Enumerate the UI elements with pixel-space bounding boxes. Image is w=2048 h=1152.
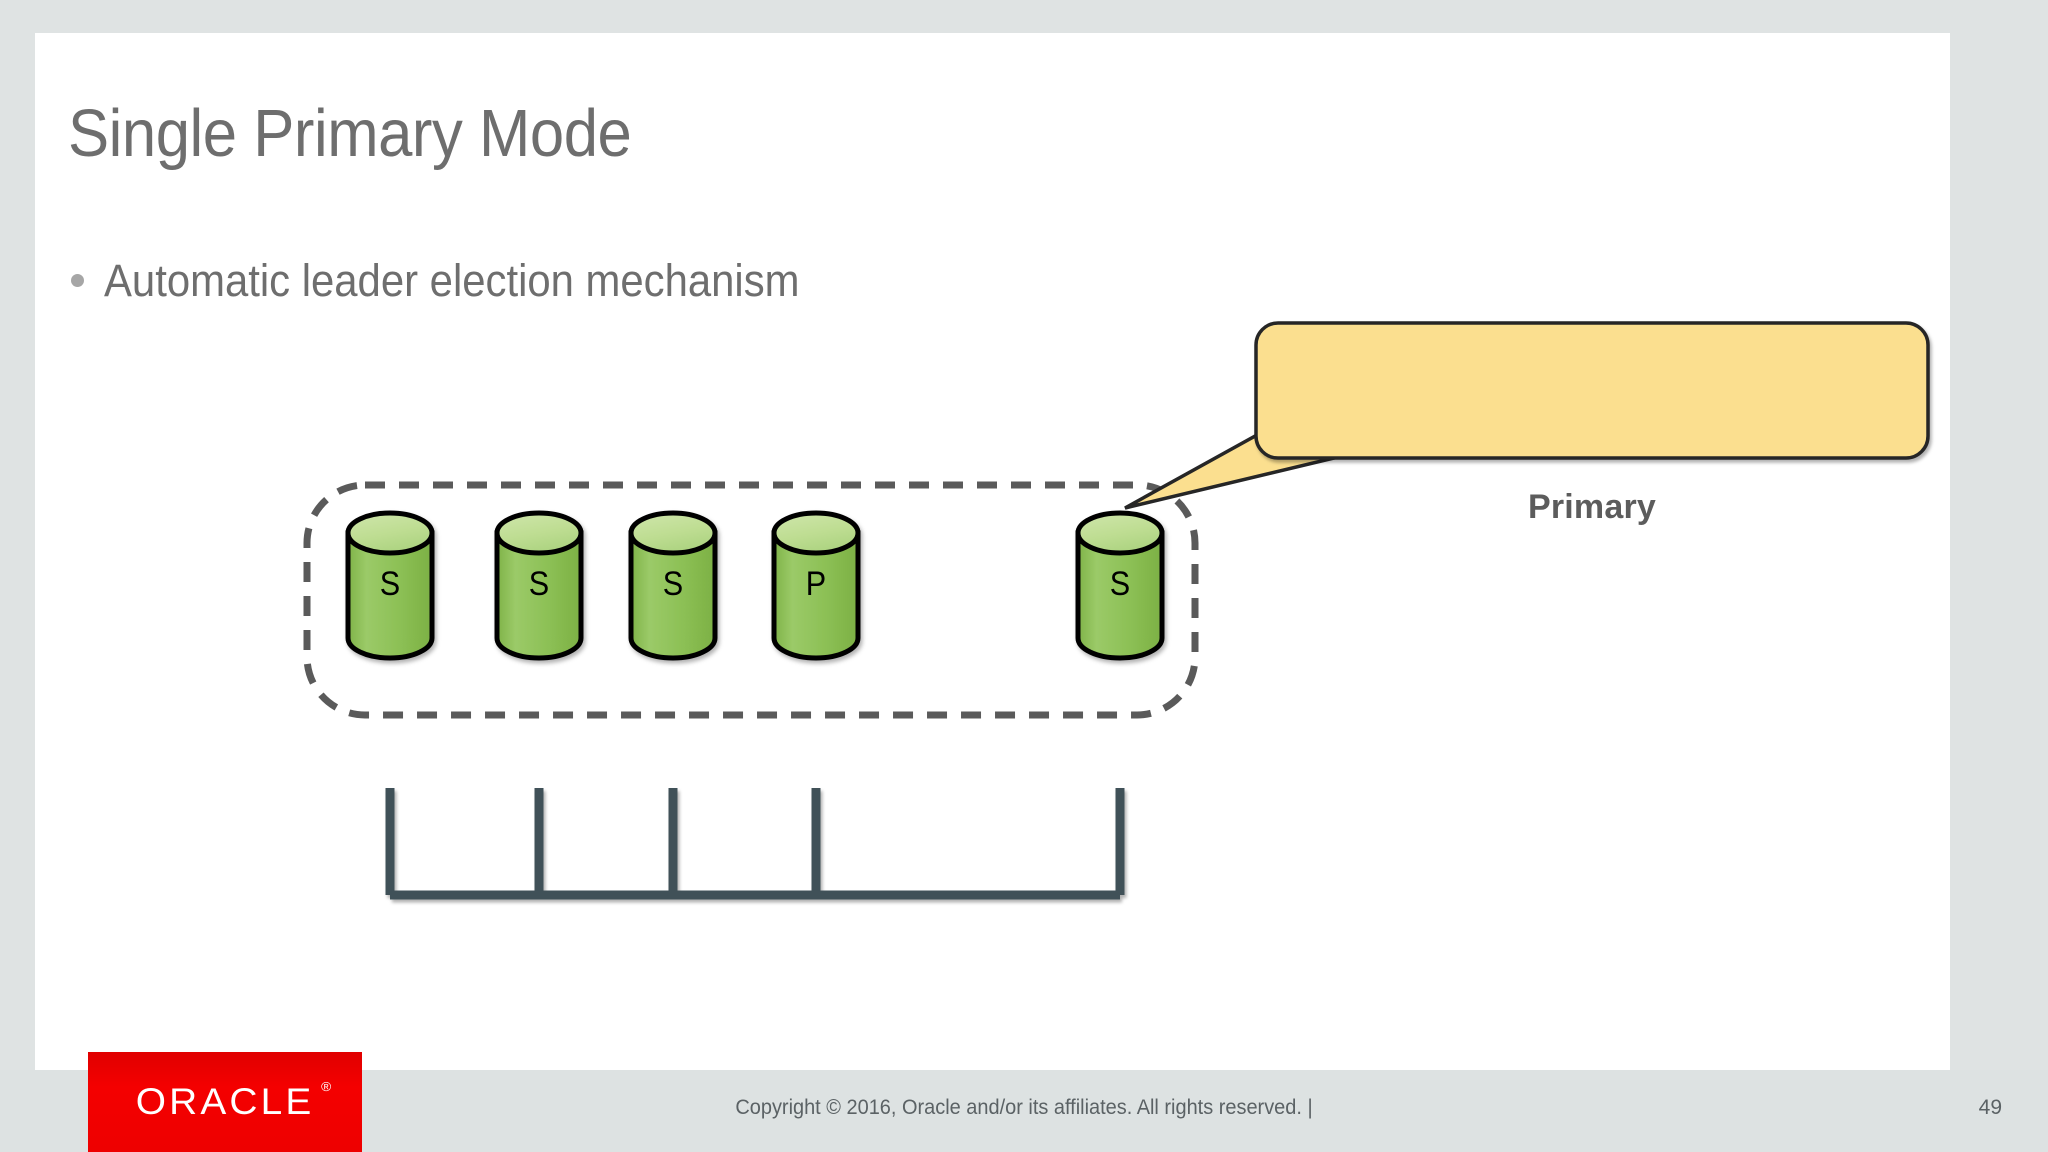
page-title: Single Primary Mode — [68, 96, 632, 171]
footer-copyright: Copyright © 2016, Oracle and/or its affi… — [735, 1096, 1313, 1119]
node-label-2: S — [528, 565, 550, 603]
node-label-primary: P — [805, 565, 827, 603]
bullet-item: Automatic leader election mechanism — [71, 255, 852, 307]
callout-box — [1254, 321, 1930, 460]
replication-bus — [385, 788, 1125, 900]
registered-trademark-icon: ® — [321, 1079, 332, 1094]
bullet-item-label: Automatic leader election mechanism — [104, 255, 800, 306]
oracle-logo: ORACLE ® — [88, 1052, 362, 1152]
slide-canvas: Single Primary Mode Automatic leader ele… — [35, 33, 1950, 1152]
bullet-dot-icon — [71, 274, 84, 287]
cluster-diagram — [35, 33, 1950, 1152]
callout-label: Primary — [1527, 488, 1657, 526]
cluster-boundary — [303, 481, 1199, 719]
footer-page-number: 49 — [1978, 1096, 2002, 1119]
node-label-5: S — [1109, 565, 1131, 603]
node-label-3: S — [662, 565, 684, 603]
node-label-1: S — [379, 565, 401, 603]
oracle-wordmark: ORACLE ® — [135, 1079, 331, 1123]
oracle-wordmark-text: ORACLE — [135, 1081, 315, 1122]
